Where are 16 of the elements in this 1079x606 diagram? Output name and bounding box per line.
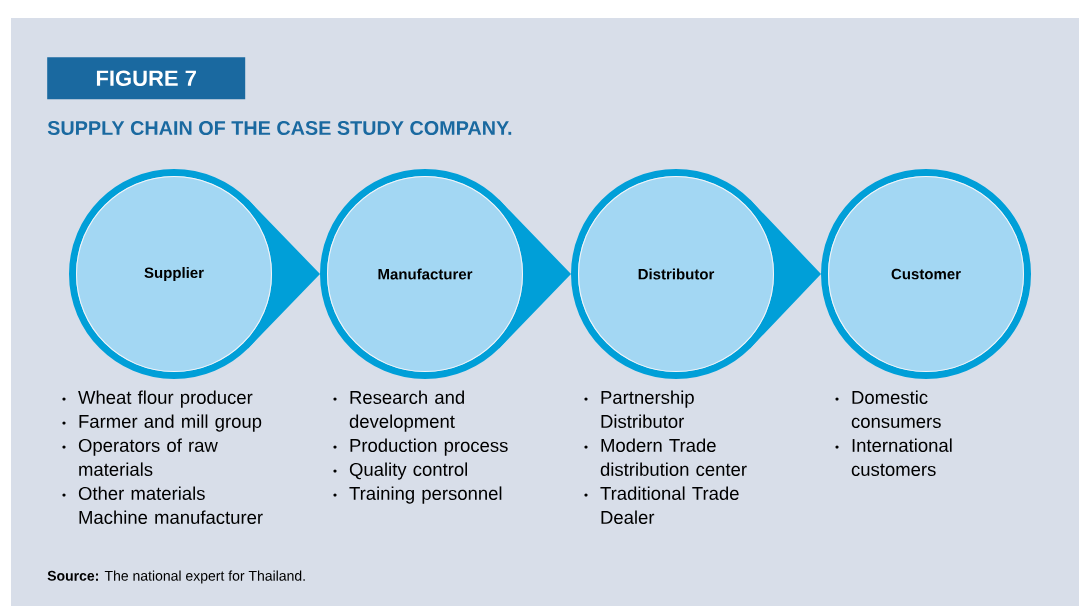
- source-note: Source: The national expert for Thailand.: [47, 570, 305, 584]
- bullet-item: Wheat flour producer: [78, 390, 253, 408]
- bullet-item: Other materials Machine manufacturer: [78, 486, 263, 524]
- bullet-item: Quality control: [349, 462, 467, 480]
- bullet-item: Traditional Trade Dealer: [600, 486, 739, 524]
- bullet-item: Modern Trade distribution center: [600, 438, 747, 476]
- bullet-item: Operators of raw materials: [78, 438, 218, 476]
- bullet-item: International customers: [851, 438, 952, 476]
- figure-title: SUPPLY CHAIN OF THE CASE STUDY COMPANY.: [47, 121, 512, 135]
- bullet-item: Training personnel: [349, 486, 502, 504]
- bullet-item: Partnership Distributor: [601, 390, 694, 428]
- figure-badge: FIGURE 7: [47, 57, 246, 100]
- bullet-item: Production process: [350, 438, 508, 456]
- bullet-item: Research and development: [349, 390, 464, 432]
- bullet-item: Domestic consumers: [851, 390, 941, 428]
- bullet-item: Farmer and mill group: [79, 414, 262, 432]
